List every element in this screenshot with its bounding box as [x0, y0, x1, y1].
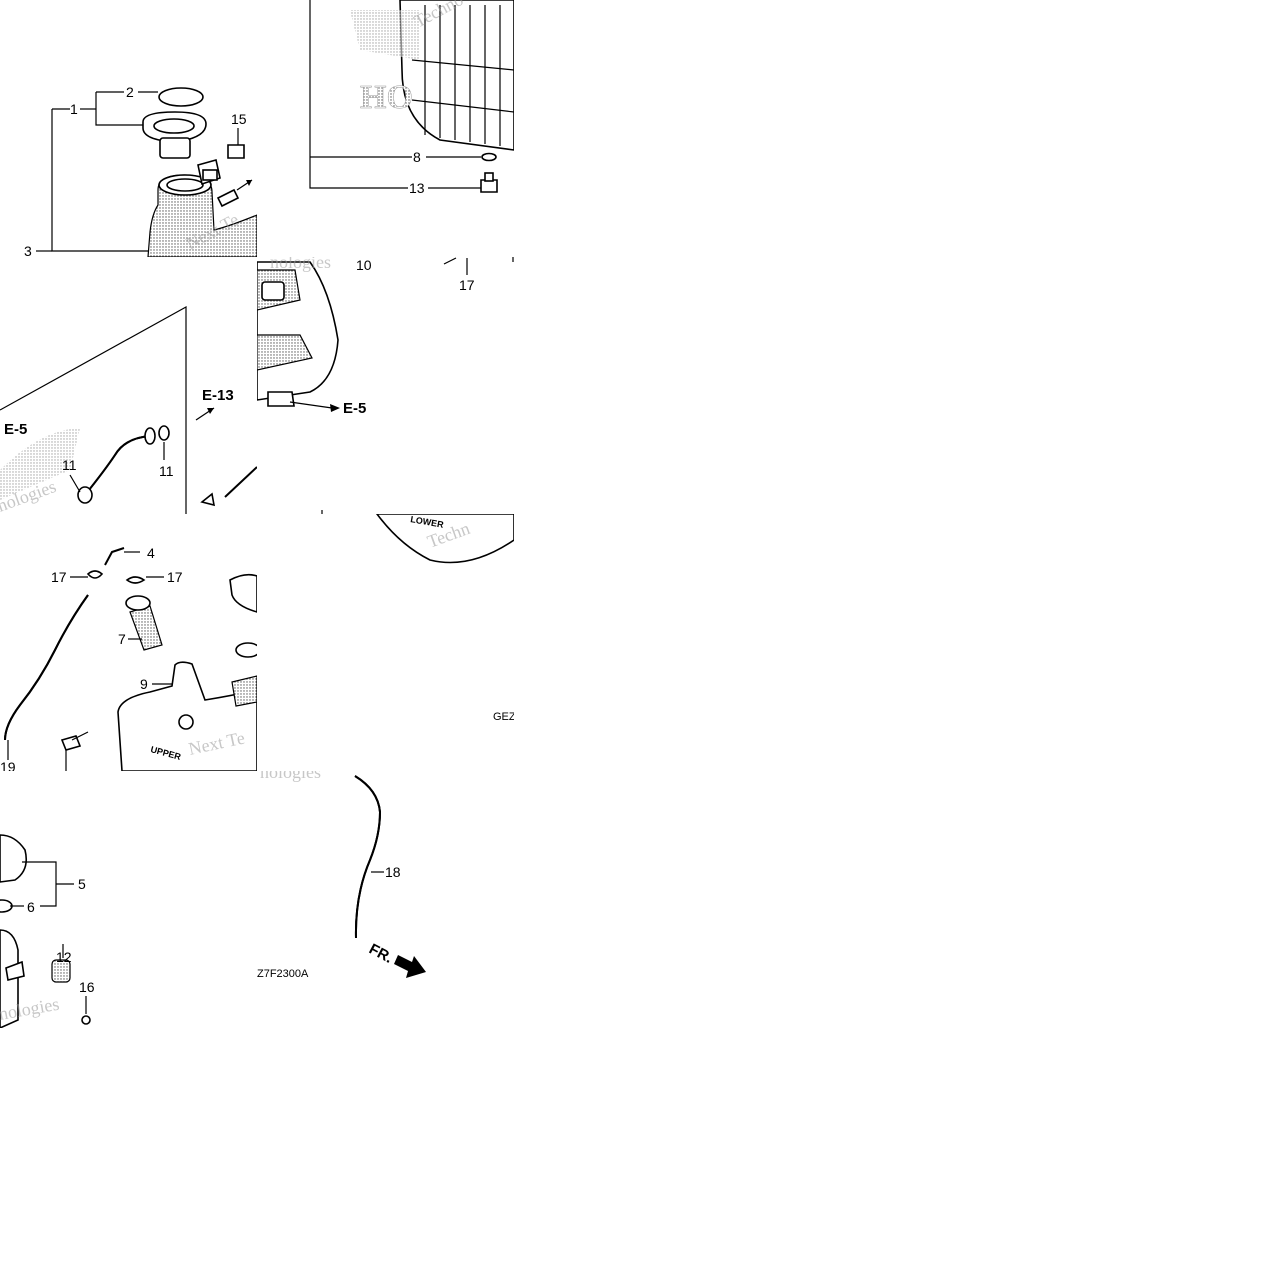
callout-6: 6: [27, 899, 35, 915]
clip-15: [227, 144, 245, 159]
collar-16: [81, 1015, 91, 1025]
front-direction-arrow: FR.: [366, 941, 426, 978]
tile-tank-lower: LOWER GEZ Techn: [376, 514, 516, 723]
callout-17b: 17: [51, 569, 67, 585]
watermark: nologies: [260, 762, 321, 782]
code-figure: Z7F2300A: [257, 968, 309, 980]
elbow-joint-4: [104, 547, 125, 566]
code-gez: GEZ: [493, 711, 516, 723]
callout-4: 4: [147, 545, 155, 561]
filler-neck-7: [129, 605, 163, 651]
callout-18: 18: [385, 864, 401, 880]
tank-cap-5: [0, 834, 28, 883]
callout-11b: 11: [159, 463, 174, 479]
callout-5: 5: [78, 876, 86, 892]
callout-3: 3: [24, 243, 32, 259]
svg-text:FR.: FR.: [366, 941, 395, 967]
callout-11a: 11: [62, 457, 77, 473]
callout-17c: 17: [167, 569, 183, 585]
honda-wing-watermark: [350, 10, 420, 60]
callout-1: 1: [70, 101, 78, 117]
bolt: [60, 735, 82, 751]
callout-9: 9: [140, 676, 148, 692]
tile-fan-housing: 10 17 E-5 nologies: [257, 252, 514, 514]
callout-8: 8: [413, 149, 421, 165]
svg-text:HO: HO: [360, 79, 413, 116]
callout-2: 2: [126, 84, 134, 100]
radiator-hose: [84, 435, 151, 496]
callout-10: 10: [356, 257, 372, 273]
drain-bolt-13: [480, 179, 498, 193]
callout-7: 7: [118, 631, 126, 647]
callout-12: 12: [56, 949, 72, 965]
honda-wing-watermark: [0, 428, 80, 500]
ref-e5-left: E-5: [4, 421, 27, 438]
callout-16: 16: [79, 979, 95, 995]
short-hose: [224, 466, 257, 498]
cap-seal-ring: [158, 87, 204, 107]
callout-19: 19: [0, 759, 16, 775]
ref-e13: E-13: [202, 387, 234, 404]
tile-cap-grommet: 5 6 12 16 nologies: [0, 834, 95, 1028]
o-ring-11: [158, 425, 170, 441]
washer-8: [481, 152, 497, 162]
tile-cap-filler: 1 2 15 3 Next Te: [24, 84, 257, 259]
tile-radiator: HO 8 13 Techno: [309, 0, 514, 196]
tile-siphon-hose: 18 FR. Z7F2300A nologies: [257, 762, 426, 980]
reserve-tank-base: [376, 514, 514, 564]
callout-13: 13: [409, 180, 425, 196]
grommet-12: [51, 959, 71, 983]
callout-15: 15: [231, 111, 247, 127]
tile-hose-e13: E-13 E-5 11 11 nologies: [0, 305, 257, 514]
callout-17a: 17: [459, 277, 475, 293]
ref-e5-right: E-5: [343, 400, 366, 417]
watermark: nologies: [270, 252, 331, 272]
tile-reserve-fittings: UPPER 4 17 17 7 9 19 Next Te: [0, 545, 257, 775]
